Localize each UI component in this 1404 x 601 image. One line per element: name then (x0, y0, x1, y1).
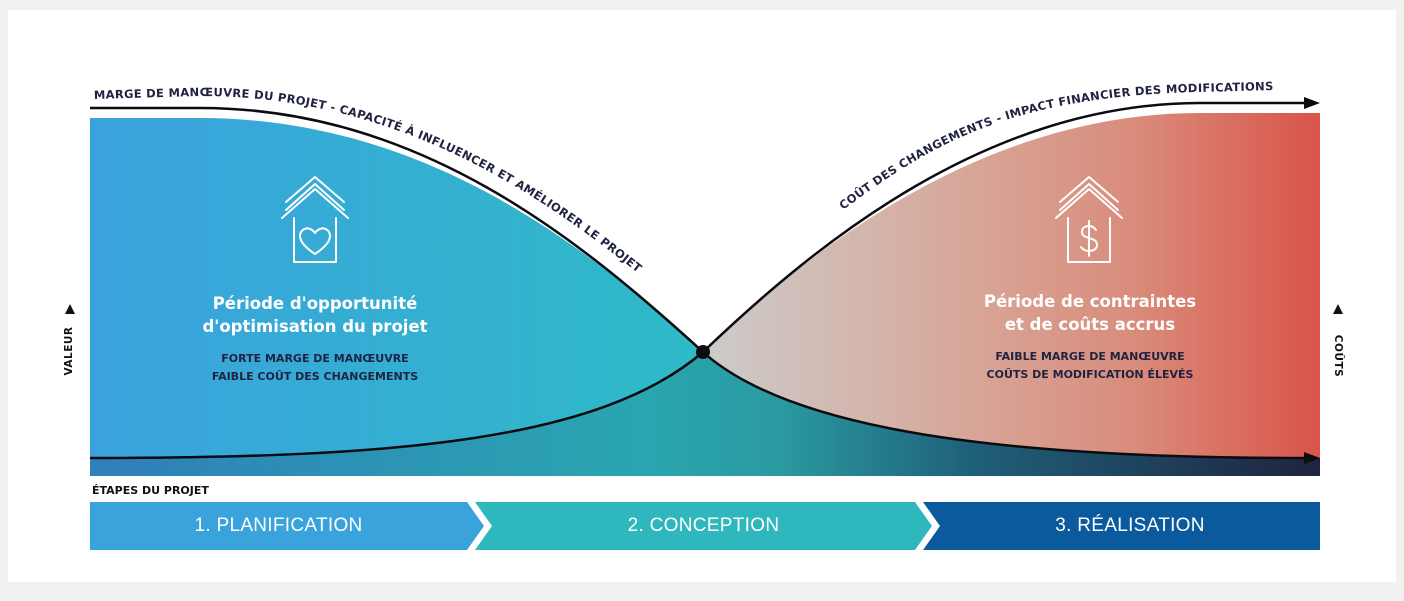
right-block-subtitle: FAIBLE MARGE DE MANŒUVRE COÛTS DE MODIFI… (915, 348, 1265, 384)
left-axis-arrow-icon (65, 304, 75, 314)
stage-1-bar[interactable] (90, 502, 484, 550)
value-arrowhead (1304, 452, 1320, 464)
left-block-title: Période d'opportunité d'optimisation du … (140, 292, 490, 338)
stage-2-bar[interactable] (475, 502, 932, 550)
lower-band (90, 352, 1320, 476)
right-block-title-line2: et de coûts accrus (1004, 315, 1176, 334)
stage-3-bar[interactable] (923, 502, 1320, 550)
stage-1-label[interactable]: 1. PLANIFICATION (194, 515, 363, 536)
right-axis-arrow-icon (1333, 304, 1343, 314)
right-axis-label: COÛTS (1332, 334, 1344, 378)
cost-arrowhead (1304, 97, 1320, 109)
right-block: Période de contraintes et de coûts accru… (915, 290, 1265, 384)
intersection-dot (696, 345, 710, 359)
stages-title: ÉTAPES DU PROJET (92, 484, 209, 497)
house-heart-icon (281, 176, 349, 263)
left-block-sub-line2: FAIBLE COÛT DES CHANGEMENTS (211, 370, 419, 383)
right-block-title: Période de contraintes et de coûts accru… (915, 290, 1265, 336)
right-block-sub-line1: FAIBLE MARGE DE MANŒUVRE (995, 350, 1185, 363)
right-block-sub-line2: COÛTS DE MODIFICATION ÉLEVÉS (986, 368, 1194, 381)
right-block-title-line1: Période de contraintes (983, 292, 1197, 311)
left-block-title-line1: Période d'opportunité (212, 294, 418, 313)
left-block-title-line2: d'optimisation du projet (202, 317, 428, 336)
cost-area (703, 113, 1320, 458)
stage-3-label[interactable]: 3. RÉALISATION (1055, 515, 1205, 536)
value-area (90, 118, 703, 458)
left-block: Période d'opportunité d'optimisation du … (140, 292, 490, 386)
left-axis-label: VALEUR (63, 326, 75, 376)
stage-2-label[interactable]: 2. CONCEPTION (627, 515, 780, 536)
left-block-subtitle: FORTE MARGE DE MANŒUVRE FAIBLE COÛT DES … (140, 350, 490, 386)
left-block-sub-line1: FORTE MARGE DE MANŒUVRE (221, 352, 409, 365)
house-dollar-icon (1055, 176, 1123, 263)
